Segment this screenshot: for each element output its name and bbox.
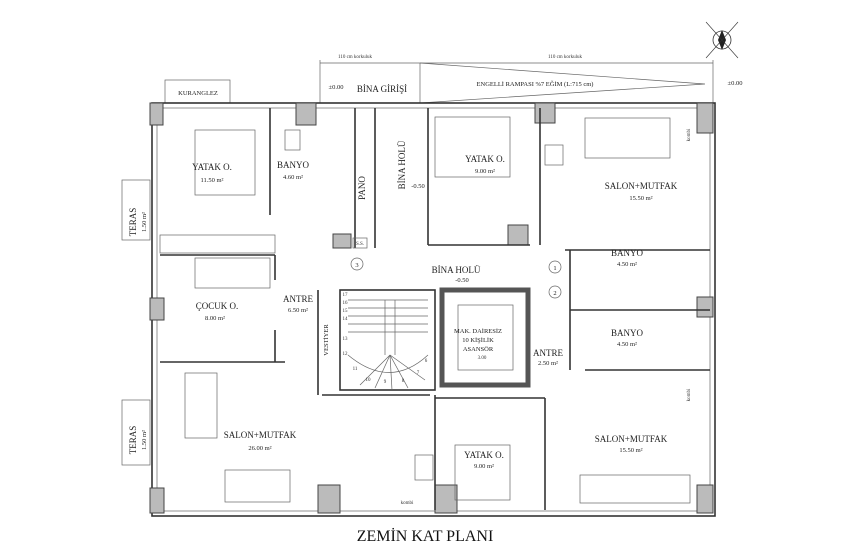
room-cocuk-area: 8.00 m² [205, 315, 225, 322]
svg-text:11: 11 [353, 367, 358, 372]
room-yatak-3-area: 9.00 m² [474, 463, 494, 470]
level-right: ±0.00 [728, 80, 743, 87]
pano-label: PANO [357, 176, 367, 200]
level-left: ±0.00 [329, 84, 344, 91]
ramp [319, 60, 714, 104]
svg-text:10: 10 [366, 378, 372, 383]
staircase [347, 299, 429, 391]
asansor-line-3: ASANSÖR [463, 346, 494, 353]
teras-1: TERAS [128, 208, 138, 237]
room-yatak-1-area: 11.50 m² [200, 177, 223, 184]
marker-3: 3 [355, 262, 358, 269]
room-cocuk: ÇOCUK O. [196, 301, 239, 311]
kuranglez-label: KURANGLEZ [178, 90, 218, 97]
room-banyo-2: BANYO [611, 248, 644, 258]
marker-1-icon [548, 260, 562, 274]
vestiyer-label: VESTİYER [323, 324, 330, 356]
room-salon-2: SALON+MUTFAK [224, 430, 297, 440]
entrance-label: BİNA GİRİŞİ [357, 84, 407, 94]
railing-label-left: 110 cm korkuluk [338, 55, 372, 60]
room-banyo-3: BANYO [611, 328, 644, 338]
interior-walls [160, 108, 710, 510]
railing-label-right: 110 cm korkuluk [548, 55, 582, 60]
asansor-level: 3.00 [478, 356, 487, 361]
svg-text:8: 8 [402, 379, 405, 384]
room-antre-1: ANTRE [283, 294, 313, 304]
room-antre-2-area: 2.50 m² [538, 360, 558, 367]
teras-2-area: 1.50 m² [141, 430, 148, 450]
svg-text:7: 7 [417, 371, 420, 376]
room-antre-1-area: 6.50 m² [288, 307, 308, 314]
asansor-line-1: MAK. DAİRESİZ [454, 328, 502, 335]
svg-text:17: 17 [343, 293, 349, 298]
bina-holu-2-level: -0.50 [455, 277, 469, 284]
svg-text:6: 6 [425, 359, 428, 364]
room-yatak-1: YATAK O. [192, 162, 232, 172]
room-banyo-1-area: 4.60 m² [283, 174, 303, 181]
stair-numbers: 17 16 15 14 13 12 11 10 9 8 7 6 [343, 293, 428, 385]
teras-2: TERAS [128, 426, 138, 455]
room-yatak-3: YATAK O. [464, 450, 504, 460]
bina-holu-2: BİNA HOLÜ [432, 265, 481, 275]
marker-2: 2 [553, 290, 556, 297]
svg-text:15: 15 [343, 309, 349, 314]
room-salon-1-area: 15.50 m² [629, 195, 652, 202]
north-arrow-icon [705, 21, 739, 59]
room-banyo-3-area: 4.50 m² [617, 341, 637, 348]
bina-holu-1-level: -0.50 [411, 183, 425, 190]
page-title: ZEMİN KAT PLANI [357, 527, 494, 545]
marker-1: 1 [553, 265, 556, 272]
room-salon-3-area: 15.50 m² [619, 447, 642, 454]
ss-label: S.S. [356, 242, 364, 247]
kombi-label-3: kombi [687, 388, 692, 401]
room-antre-2: ANTRE [533, 348, 563, 358]
svg-text:12: 12 [343, 352, 349, 357]
kombi-label-2: kombi [687, 128, 692, 141]
terrace-2 [121, 399, 151, 466]
room-yatak-2: YATAK O. [465, 154, 505, 164]
marker-3-icon [350, 257, 364, 271]
furniture [159, 116, 691, 504]
columns [149, 102, 714, 514]
room-salon-2-area: 26.00 m² [248, 445, 271, 452]
svg-text:16: 16 [343, 301, 349, 306]
marker-2-icon [548, 285, 562, 299]
room-banyo-1: BANYO [277, 160, 310, 170]
room-yatak-2-area: 9.00 m² [475, 168, 495, 175]
teras-1-area: 1.50 m² [141, 212, 148, 232]
svg-text:9: 9 [384, 380, 387, 385]
ramp-label: ENGELLİ RAMPASI %7 EĞİM (L:715 cm) [477, 80, 594, 88]
terrace-1 [121, 179, 151, 241]
svg-text:13: 13 [343, 337, 349, 342]
kombi-label: kombi [401, 501, 414, 506]
room-salon-1: SALON+MUTFAK [605, 181, 678, 191]
asansor-line-2: 10 KİŞİLİK [462, 337, 494, 344]
room-salon-3: SALON+MUTFAK [595, 434, 668, 444]
room-banyo-2-area: 4.50 m² [617, 261, 637, 268]
bina-holu-1: BİNA HOLÜ [397, 140, 407, 189]
svg-text:14: 14 [343, 317, 349, 322]
